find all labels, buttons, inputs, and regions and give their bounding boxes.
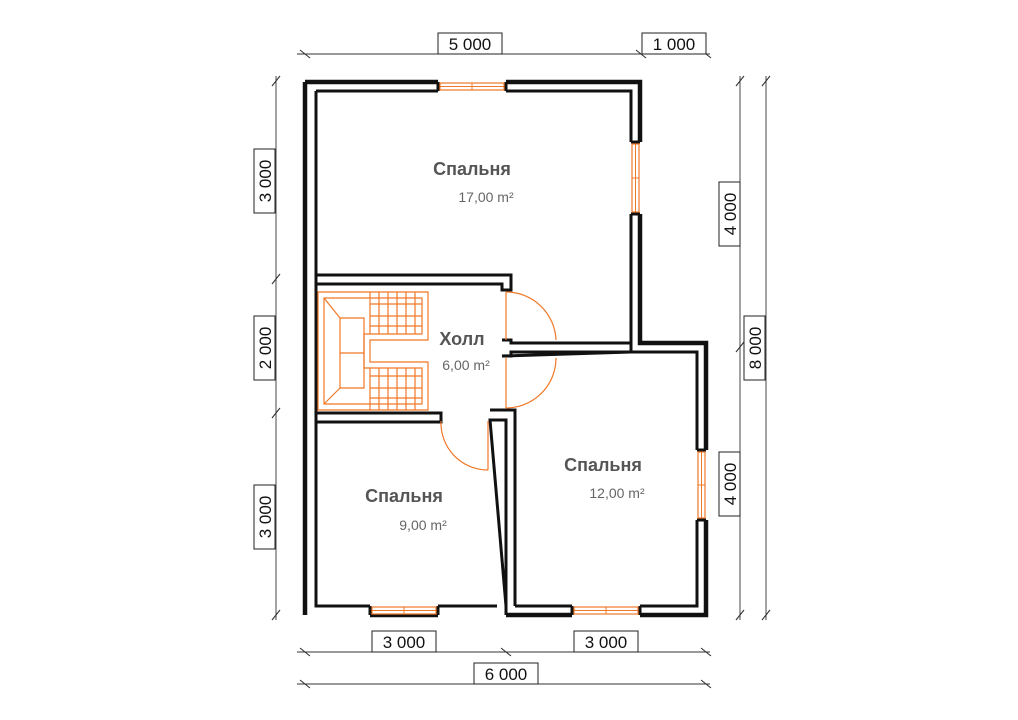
window-right-lower [697,451,706,519]
room-bedroom-3-name: Спальня [564,455,642,475]
dimension-labels: 5 000 1 000 3 000 3 000 6 000 3 000 2 00… [253,32,766,685]
dim-top-right: 1 000 [641,32,707,55]
dim-top-left-text: 5 000 [449,35,492,54]
dimension-lines [271,49,771,689]
window-right-upper [631,143,640,213]
room-bedroom-3-area: 12,00 m² [589,485,645,501]
room-bedroom-1-name: Спальня [433,159,511,179]
dim-right-lower: 4 000 [718,451,741,517]
dim-right-upper: 4 000 [718,181,741,247]
dim-bottom-right-text: 3 000 [585,633,628,652]
doors [440,291,557,471]
wall-hall-bedroom3 [501,338,632,358]
room-hall-area: 6,00 m² [442,357,490,373]
room-labels: Спальня 17,00 m² Холл 6,00 m² Спальня 9,… [365,159,645,533]
wall-hall-bedroom2 [316,411,443,424]
dim-bottom-total-text: 6 000 [485,665,528,684]
wall-bedroom2-bedroom3 [488,408,517,607]
bottom-wall-segments [303,606,708,615]
walls [302,79,709,618]
dim-bottom-right: 3 000 [573,630,639,653]
wall-bedroom1-hall [316,273,513,292]
room-bedroom-3: Спальня 12,00 m² [564,455,645,501]
dim-top-left: 5 000 [437,32,503,55]
door-bedroom1 [505,291,557,341]
room-hall: Холл 6,00 m² [439,329,490,373]
windows [371,82,706,615]
window-bottom-right [573,606,639,615]
room-bedroom-1-area: 17,00 m² [458,189,514,205]
room-bedroom-2: Спальня 9,00 m² [365,486,447,533]
dim-left-middle-text: 2 000 [256,327,275,370]
staircase [317,291,429,411]
dim-top-right-text: 1 000 [653,35,696,54]
door-bedroom2 [440,420,489,471]
dim-left-bottom-text: 3 000 [256,496,275,539]
window-bottom-left [371,606,437,615]
outer-wall-inner [314,89,699,608]
dim-right-total: 8 000 [743,315,766,381]
window-top [439,82,505,91]
dim-left-bottom: 3 000 [253,484,276,550]
dim-bottom-total: 6 000 [473,662,539,685]
dim-right-upper-text: 4 000 [721,193,740,236]
dim-left-top-text: 3 000 [256,160,275,203]
dim-right-lower-text: 4 000 [721,463,740,506]
room-hall-name: Холл [439,329,484,349]
dim-bottom-left-text: 3 000 [383,633,426,652]
dim-bottom-left: 3 000 [371,630,437,653]
room-bedroom-2-name: Спальня [365,486,443,506]
dim-left-top: 3 000 [253,148,276,214]
room-bedroom-1: Спальня 17,00 m² [433,159,514,205]
room-bedroom-2-area: 9,00 m² [399,517,447,533]
door-bedroom3 [505,357,557,409]
dim-right-total-text: 8 000 [746,327,765,370]
dim-left-middle: 2 000 [253,315,276,381]
window-jambs [436,82,706,522]
